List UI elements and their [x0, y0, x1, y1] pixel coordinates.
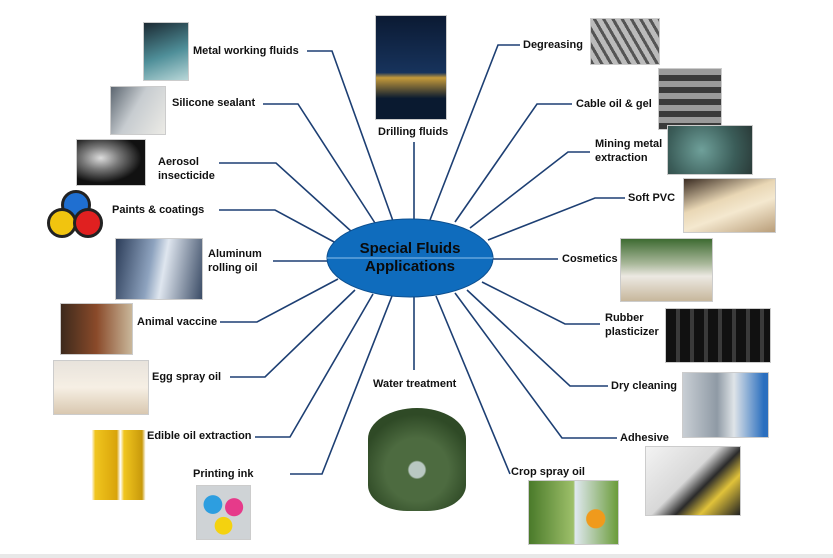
- label-cable-oil-gel: Cable oil & gel: [576, 98, 652, 110]
- paints-coatings-image: [45, 190, 111, 240]
- connector-egg-spray-oil: [230, 289, 356, 378]
- connector-adhesive: [454, 292, 617, 439]
- soft-pvc-image: [683, 178, 776, 233]
- label-metal-working-fluids: Metal working fluids: [193, 45, 299, 57]
- label-crop-spray-oil: Crop spray oil: [511, 466, 585, 478]
- degreasing-image: [590, 18, 660, 65]
- aerosol-image: [76, 139, 146, 186]
- connector-rubber-plasticizer: [481, 281, 600, 325]
- label-cosmetics: Cosmetics: [562, 253, 618, 265]
- cosmetics-image: [620, 238, 713, 302]
- center-title-line2: Applications: [364, 258, 455, 275]
- aluminum-rolling-image: [115, 238, 203, 300]
- label-edible-oil-extraction: Edible oil extraction: [147, 430, 252, 442]
- animal-vaccine-image: [60, 303, 133, 355]
- center-title: Special Fluids Applications: [330, 240, 490, 276]
- label-egg-spray-oil: Egg spray oil: [152, 371, 222, 383]
- connector-crop-spray-oil: [435, 295, 511, 475]
- printing-ink-image: [196, 485, 251, 540]
- label-printing-ink: Printing ink: [193, 468, 254, 480]
- water-treatment-image: [368, 408, 466, 511]
- crop-spray-image: [528, 480, 619, 545]
- label-degreasing: Degreasing: [523, 39, 583, 51]
- center-title-line1: Special Fluids: [359, 240, 461, 257]
- egg-spray-image: [53, 360, 149, 415]
- connector-printing-ink: [290, 295, 393, 475]
- edible-oil-image: [88, 430, 160, 500]
- label-dry-cleaning: Dry cleaning: [611, 380, 678, 392]
- rubber-tires-image: [665, 308, 771, 363]
- label-water-treatment: Water treatment: [373, 378, 457, 390]
- dry-cleaning-image: [682, 372, 769, 438]
- connector-degreasing: [429, 44, 520, 221]
- connector-silicone-sealant: [263, 103, 376, 224]
- connector-soft-pvc: [487, 197, 625, 241]
- bottom-border: [0, 554, 833, 558]
- metal-working-image: [143, 22, 189, 81]
- connector-aerosol-insecticide: [219, 162, 353, 233]
- connector-metal-working-fluids: [307, 50, 394, 222]
- connector-paints-coatings: [219, 209, 337, 244]
- drilling-rig-image: [375, 15, 447, 120]
- label-paints-coatings: Paints & coatings: [112, 204, 205, 216]
- label-silicone-sealant: Silicone sealant: [172, 97, 256, 109]
- label-soft-pvc: Soft PVC: [628, 192, 676, 204]
- label-drilling-fluids: Drilling fluids: [378, 126, 449, 138]
- connector-animal-vaccine: [220, 278, 339, 323]
- label-adhesive: Adhesive: [620, 432, 669, 444]
- adhesive-image: [645, 446, 741, 516]
- mining-image: [667, 125, 753, 175]
- connector-mining-metal-extraction: [469, 151, 590, 229]
- connector-cable-oil-gel: [454, 103, 572, 223]
- silicone-sealant-image: [110, 86, 166, 135]
- connector-edible-oil-extraction: [255, 293, 374, 438]
- cable-oil-image: [658, 68, 722, 130]
- label-animal-vaccine: Animal vaccine: [137, 316, 218, 328]
- connector-dry-cleaning: [466, 289, 608, 387]
